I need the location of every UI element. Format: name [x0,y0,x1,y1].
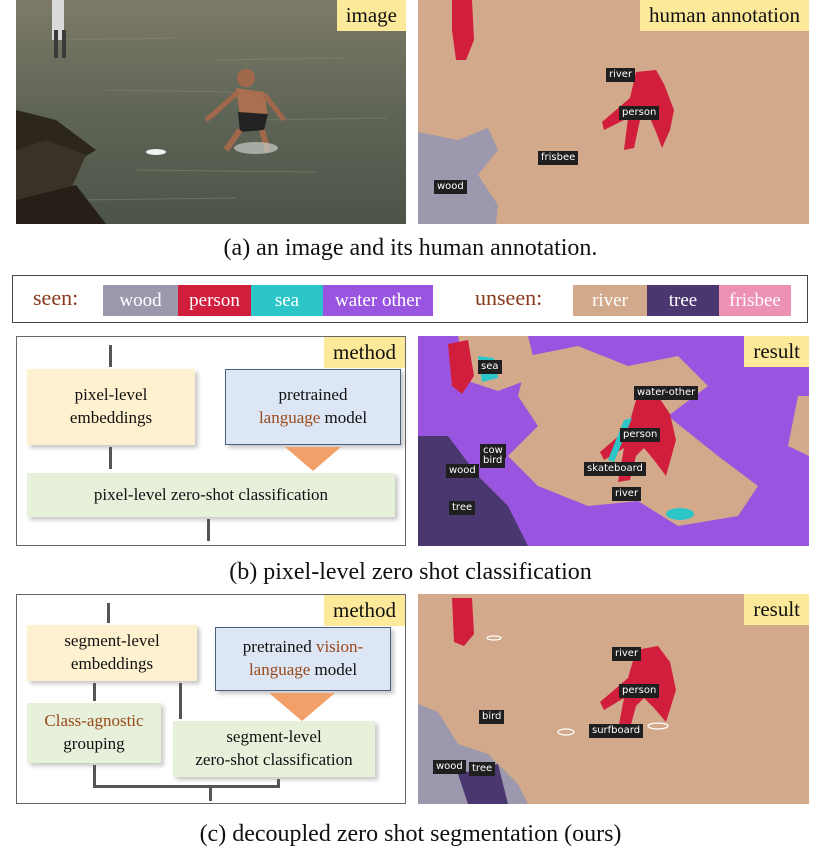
down-arrow-c [269,693,335,721]
river-photo [16,0,406,224]
seen-chip-water-other: water other [323,285,433,316]
pixel-embeddings-line2: embeddings [69,408,153,427]
lm-rest: model [320,408,368,427]
segment-classification-box: segment-level zero-shot classification [173,721,375,777]
grouping-line2: grouping [63,734,125,753]
result-tag-b: result [744,336,809,368]
unseen-title: unseen: [475,285,543,310]
result-panel-c: result river person bird surfboard wood … [418,594,809,804]
segment-embeddings-line2: embeddings [70,654,154,673]
label-bird-c: bird [479,710,505,724]
grouping-box: Class-agnostic grouping [27,703,161,763]
segment-classification-line1: segment-level [226,727,322,747]
method-panel-b: method pixel-level embeddings pretrained… [16,336,406,546]
pixel-classification-text: pixel-level zero-shot classification [93,484,329,504]
label-river-c: river [612,647,642,661]
pixel-embeddings-box: pixel-level embeddings [27,369,195,445]
lm-accent: language [258,408,321,427]
result-panel-b: result sea water-other person cow bird w… [418,336,809,546]
image-tag: image [336,0,406,32]
vlm-line1: pretrained [242,637,316,657]
unseen-chip-tree: tree [647,285,719,316]
caption-a: (a) an image and its human annotation. [223,235,598,261]
seen-chip-sea: sea [251,285,323,316]
lm-line1: pretrained [278,385,348,405]
segment-classification-line2: zero-shot classification [195,750,353,769]
segment-embeddings-line1: segment-level [64,631,160,651]
method-tag-b: method [324,337,405,369]
label-person-b: person [620,428,661,442]
segment-embeddings-box: segment-level embeddings [27,625,197,681]
caption-c: (c) decoupled zero shot segmentation (ou… [199,821,622,847]
label-wood-c: wood [433,760,466,774]
label-person: person [619,106,660,120]
seen-chip-wood: wood [103,285,178,316]
language-model-box: pretrained language model [225,369,401,445]
method-panel-c: method segment-level embeddings pretrain… [16,594,406,804]
down-arrow-b [285,447,341,471]
annotation-panel: human annotation river person frisbee wo… [418,0,809,224]
label-water-other: water-other [634,386,699,400]
photo-panel: image [16,0,406,224]
label-river-b: river [612,487,642,501]
label-frisbee: frisbee [538,151,579,165]
label-bird: bird [480,454,506,468]
vlm-rest: model [310,660,358,679]
grouping-accent: Class-agnostic [44,711,144,731]
label-tree-c: tree [469,762,496,776]
pixel-classification-box: pixel-level zero-shot classification [27,473,395,517]
annotation-tag: human annotation [639,0,809,32]
seen-title: seen: [33,285,79,310]
unseen-chip-frisbee: frisbee [719,285,791,316]
label-surfboard: surfboard [589,724,644,738]
label-skateboard: skateboard [584,462,646,476]
pixel-result-mask [418,336,809,546]
label-sea: sea [478,360,502,374]
annotation-mask [418,0,809,224]
method-tag-c: method [324,595,405,627]
label-person-c: person [619,684,660,698]
result-tag-c: result [744,594,809,626]
class-legend: seen: wood person sea water other unseen… [12,275,808,323]
vlm-accent1: vision- [315,637,364,657]
label-river: river [606,68,636,82]
caption-b: (b) pixel-level zero shot classification [229,559,592,585]
label-wood: wood [434,180,467,194]
vlm-accent2: language [248,660,311,679]
seen-chip-person: person [178,285,251,316]
label-tree: tree [449,501,476,515]
vision-language-model-box: pretrained vision- language model [215,627,391,691]
label-wood-b: wood [446,464,479,478]
unseen-chip-river: river [573,285,647,316]
pixel-embeddings-line1: pixel-level [74,385,148,405]
